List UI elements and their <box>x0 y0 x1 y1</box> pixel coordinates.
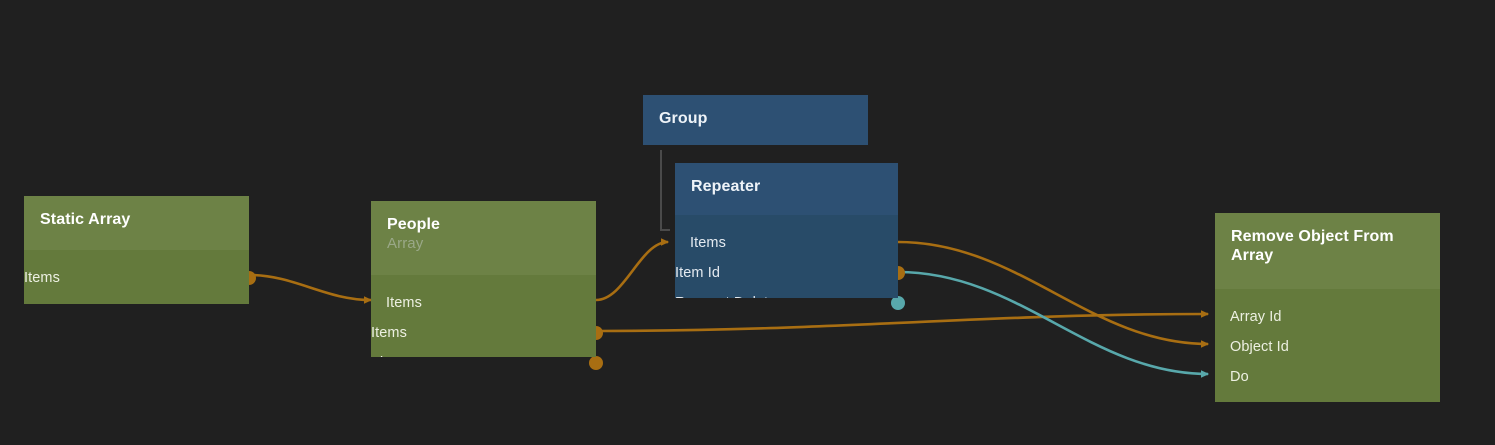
node-header-group[interactable]: Group <box>643 95 868 145</box>
node-body-static-array: Items <box>24 250 249 304</box>
node-header-static-array[interactable]: Static Array <box>24 196 249 250</box>
port-out-people-id[interactable]: Id <box>371 348 596 357</box>
port-label: Item Id <box>675 265 721 281</box>
port-label: Items <box>690 235 726 251</box>
node-body-people: ItemsItemsId <box>371 275 596 357</box>
port-label: Object Id <box>1230 339 1289 355</box>
port-out-static-array-items[interactable]: Items <box>24 263 249 293</box>
port-in-people-items[interactable]: Items <box>371 288 596 318</box>
node-title-people: People <box>387 216 441 233</box>
port-out-repeater-item-id[interactable]: Item Id <box>675 258 898 288</box>
port-label: Items <box>371 325 407 341</box>
edge-request-delete-to-do[interactable] <box>897 270 1210 378</box>
port-label: Items <box>386 295 422 311</box>
edge-static-items-to-people-items[interactable] <box>248 273 373 304</box>
port-dot[interactable] <box>589 356 603 370</box>
port-in-remove-object-from-array-do[interactable]: Do <box>1215 362 1440 392</box>
port-label: Array Id <box>1230 309 1282 325</box>
edge-people-items-to-repeater-items[interactable] <box>595 238 670 302</box>
node-header-repeater[interactable]: Repeater <box>675 163 898 215</box>
port-label: Do <box>1230 369 1249 385</box>
port-in-repeater-items[interactable]: Items <box>675 228 898 258</box>
node-title-repeater: Repeater <box>691 178 761 195</box>
edge-people-id-to-array-id[interactable] <box>595 310 1210 333</box>
port-label: Id <box>371 355 398 357</box>
port-label: Items <box>24 270 60 286</box>
group-to-repeater-frame <box>660 150 670 231</box>
node-title-static-array: Static Array <box>40 211 131 228</box>
port-out-repeater-request-delete[interactable]: Request Delete <box>675 288 898 298</box>
node-subtitle-people: Array <box>387 235 424 252</box>
port-in-remove-object-from-array-array-id[interactable]: Array Id <box>1215 302 1440 332</box>
node-title-group: Group <box>659 110 708 127</box>
node-header-remove-object-from-array[interactable]: Remove Object From Array <box>1215 213 1440 289</box>
port-dot[interactable] <box>891 296 905 310</box>
edge-item-id-to-object-id[interactable] <box>897 240 1210 348</box>
node-title-remove-object-from-array: Remove Object From Array <box>1231 228 1394 264</box>
port-label: Request Delete <box>675 295 791 298</box>
port-in-remove-object-from-array-object-id[interactable]: Object Id <box>1215 332 1440 362</box>
node-people[interactable]: PeopleArrayItemsItemsId <box>371 201 596 357</box>
node-group[interactable]: Group <box>643 95 868 145</box>
port-out-people-items[interactable]: Items <box>371 318 596 348</box>
node-body-remove-object-from-array: Array Id Object Id Do <box>1215 289 1440 402</box>
